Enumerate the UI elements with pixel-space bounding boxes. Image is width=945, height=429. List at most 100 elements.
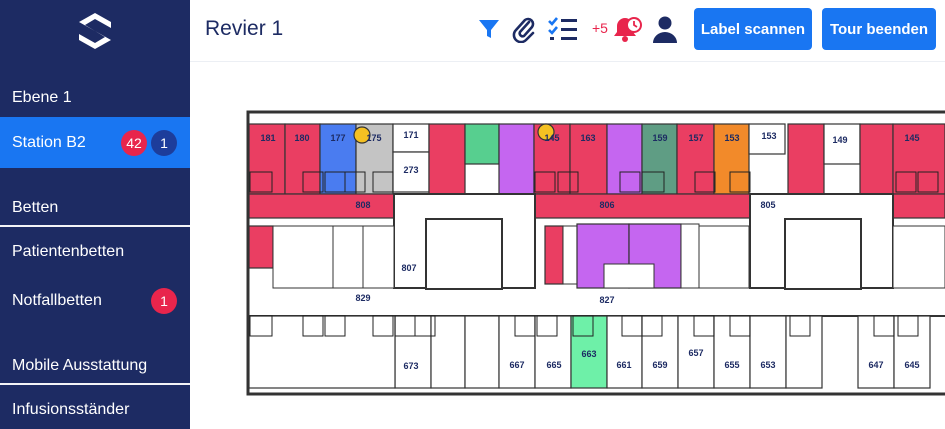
- sidebar-item-patient-beds[interactable]: Patientenbetten: [0, 238, 190, 266]
- sidebar-item-label: Patientenbetten: [12, 243, 125, 260]
- user-profile-button[interactable]: [653, 15, 677, 48]
- room[interactable]: [498, 123, 535, 195]
- room[interactable]: [332, 225, 364, 289]
- corridor-label: 829: [355, 293, 370, 303]
- room[interactable]: [892, 225, 945, 289]
- room-label: 149: [832, 135, 847, 145]
- sidebar: Ebene 1 Station B2 42 1 Betten Patienten…: [0, 0, 190, 429]
- user-icon: [653, 16, 677, 43]
- marker-pin[interactable]: [353, 126, 371, 144]
- room[interactable]: [713, 123, 750, 195]
- sidebar-item-level[interactable]: Ebene 1: [0, 84, 190, 112]
- room[interactable]: [392, 151, 430, 193]
- sidebar-section-mobile-equipment[interactable]: Mobile Ausstattung: [0, 352, 190, 380]
- room[interactable]: [248, 225, 274, 269]
- sidebar-item-label: Ebene 1: [12, 89, 72, 106]
- app-logo[interactable]: [0, 0, 190, 62]
- room[interactable]: [785, 315, 823, 389]
- checklist-button[interactable]: [547, 16, 579, 47]
- room[interactable]: [748, 123, 786, 155]
- room[interactable]: [428, 123, 466, 195]
- room-label: 273: [403, 165, 418, 175]
- room[interactable]: [319, 123, 357, 195]
- room[interactable]: [893, 315, 931, 389]
- room[interactable]: [680, 223, 700, 289]
- corridor[interactable]: [248, 193, 395, 219]
- room[interactable]: [392, 123, 430, 153]
- room-label: 653: [760, 360, 775, 370]
- room[interactable]: [544, 225, 564, 285]
- room[interactable]: [698, 225, 750, 289]
- room: [603, 263, 655, 289]
- room[interactable]: [569, 123, 608, 195]
- alarm-count: +5: [592, 20, 608, 36]
- bottom-rooms: [248, 315, 931, 389]
- room[interactable]: [570, 315, 608, 389]
- room-label: 180: [294, 133, 309, 143]
- room-label: 153: [724, 133, 739, 143]
- floor-plan[interactable]: 181 180 177 175 171 273 145 163 159 157 …: [190, 62, 945, 429]
- sidebar-item-label: Station B2: [12, 133, 86, 151]
- stairwell: [784, 218, 862, 290]
- room[interactable]: [562, 225, 578, 285]
- end-tour-button[interactable]: Tour beenden: [822, 8, 936, 50]
- room[interactable]: [641, 123, 678, 195]
- room[interactable]: [430, 315, 466, 389]
- room-label: 647: [868, 360, 883, 370]
- room-label: 645: [904, 360, 919, 370]
- room[interactable]: [464, 315, 500, 389]
- room[interactable]: [677, 315, 715, 389]
- top-rooms: [248, 123, 945, 195]
- room[interactable]: [641, 315, 679, 389]
- room-label: 145: [544, 133, 559, 143]
- room[interactable]: [272, 225, 334, 289]
- room-label: 673: [403, 361, 418, 371]
- room[interactable]: [464, 123, 500, 165]
- sidebar-item-label: Betten: [12, 199, 59, 216]
- room-label: 655: [724, 360, 739, 370]
- attachment-button[interactable]: [511, 15, 537, 48]
- room-label: 177: [330, 133, 345, 143]
- room[interactable]: [892, 123, 945, 195]
- room[interactable]: [859, 123, 894, 195]
- marker-pin[interactable]: [537, 123, 555, 141]
- room[interactable]: [394, 315, 432, 389]
- stairwell: [425, 218, 503, 290]
- room-label: 661: [616, 360, 631, 370]
- room[interactable]: [248, 315, 396, 389]
- corridor-label: 807: [401, 263, 416, 273]
- room[interactable]: [534, 315, 572, 389]
- label-scan-button[interactable]: Label scannen: [694, 8, 812, 50]
- room-label: 657: [688, 348, 703, 358]
- room[interactable]: [787, 123, 825, 195]
- room[interactable]: [606, 315, 643, 389]
- room-label: 663: [581, 349, 596, 359]
- sidebar-item-label: Infusionsständer: [12, 401, 130, 418]
- sidebar-item-station[interactable]: Station B2 42 1: [0, 117, 190, 168]
- corridor-label: 806: [599, 200, 614, 210]
- bell-alarm-icon: [614, 17, 642, 42]
- room[interactable]: [498, 315, 536, 389]
- filter-button[interactable]: [477, 17, 501, 46]
- sidebar-item-emergency-beds[interactable]: Notfallbetten 1: [0, 286, 190, 316]
- room[interactable]: [606, 123, 643, 195]
- sidebar-item-label: Notfallbetten: [12, 292, 102, 309]
- page-title: Revier 1: [205, 17, 284, 40]
- room[interactable]: [857, 315, 895, 389]
- alarm-button[interactable]: [614, 14, 642, 49]
- room[interactable]: [362, 225, 395, 289]
- room-label: 667: [509, 360, 524, 370]
- room[interactable]: [713, 315, 751, 389]
- corridor[interactable]: [534, 193, 751, 219]
- corridor-label: 827: [599, 295, 614, 305]
- logo-icon: [79, 13, 111, 49]
- sidebar-section-beds[interactable]: Betten: [0, 194, 190, 222]
- room-label: 171: [403, 130, 418, 140]
- room-label: 163: [580, 133, 595, 143]
- divider: [0, 383, 190, 385]
- sidebar-item-infusion-stands[interactable]: Infusionsständer: [0, 396, 190, 424]
- corridor[interactable]: [892, 193, 945, 219]
- room[interactable]: [749, 315, 787, 389]
- room-label: 159: [652, 133, 667, 143]
- room-label: 665: [546, 360, 561, 370]
